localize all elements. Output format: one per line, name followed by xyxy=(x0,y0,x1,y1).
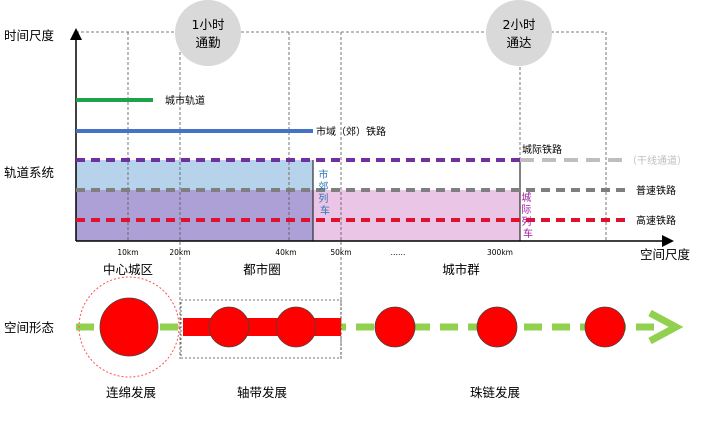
time-circle-2h-line1: 2小时 xyxy=(503,17,536,32)
intercity-train-char-1: 城 xyxy=(521,192,531,204)
time-circle-1h xyxy=(175,0,241,66)
time-circle-2h xyxy=(486,0,552,66)
metro-zone-band xyxy=(76,190,313,241)
axial-band xyxy=(183,318,341,336)
axial-node-2 xyxy=(275,306,317,348)
form-axial-label: 轴带发展 xyxy=(237,385,287,400)
intercity-train-label: 城 际 列 车 xyxy=(521,192,534,240)
suburban-zone-band xyxy=(76,160,313,190)
time-circle-1h-line1: 1小时 xyxy=(192,17,225,32)
suburban-train-char-3: 列 xyxy=(318,192,328,205)
intercity-zone-band xyxy=(313,190,520,241)
time-circle-1h-line2: 通勤 xyxy=(195,35,220,50)
development-arrow-head xyxy=(648,309,684,345)
axial-node-1 xyxy=(208,306,250,348)
form-contiguous-label: 连绵发展 xyxy=(106,385,156,400)
contiguous-node xyxy=(99,297,159,357)
zone-cluster-label: 城市群 xyxy=(442,262,480,277)
contiguous-outline xyxy=(78,276,180,378)
zone-metro-label: 都市圈 xyxy=(243,262,281,277)
zone-center-label: 中心城区 xyxy=(103,262,153,277)
suburban-train-char-2: 郊 xyxy=(318,180,328,193)
tick-300km: 300km xyxy=(487,248,513,257)
intercity-train-char-3: 列 xyxy=(521,215,531,228)
tick-50km: 50km xyxy=(330,248,351,257)
track-system-label: 轨道系统 xyxy=(4,165,54,180)
chain-node-1 xyxy=(374,306,416,348)
form-chain-label: 珠链发展 xyxy=(470,385,520,400)
intercity-rail-label: 城际铁路 xyxy=(522,143,562,156)
time-circle-2h-line2: 通达 xyxy=(506,35,532,50)
suburban-train-label: 市 郊 列 车 xyxy=(318,168,331,217)
intercity-train-char-2: 际 xyxy=(521,204,531,216)
intercity-train-char-4: 车 xyxy=(523,227,533,240)
spatial-form-label: 空间形态 xyxy=(4,320,54,335)
urban-rail-label: 城市轨道 xyxy=(165,94,205,107)
suburban-train-char-4: 车 xyxy=(320,204,330,217)
high-speed-rail-label: 高速铁路 xyxy=(636,214,676,227)
tick-ellipsis: …… xyxy=(391,248,406,257)
tick-20km: 20km xyxy=(169,248,190,257)
suburban-rail-label: 市域（郊）铁路 xyxy=(316,125,386,138)
chain-node-2 xyxy=(476,306,518,348)
space-axis-label: 空间尺度 xyxy=(640,247,691,262)
trunk-channel-label: （干线通道） xyxy=(627,154,687,167)
tick-10km: 10km xyxy=(117,248,138,257)
suburban-train-char-1: 市 xyxy=(318,168,328,181)
chain-node-3 xyxy=(584,306,626,348)
time-axis-label: 时间尺度 xyxy=(4,28,55,43)
conventional-rail-label: 普速铁路 xyxy=(636,184,676,197)
tick-40km: 40km xyxy=(275,248,296,257)
